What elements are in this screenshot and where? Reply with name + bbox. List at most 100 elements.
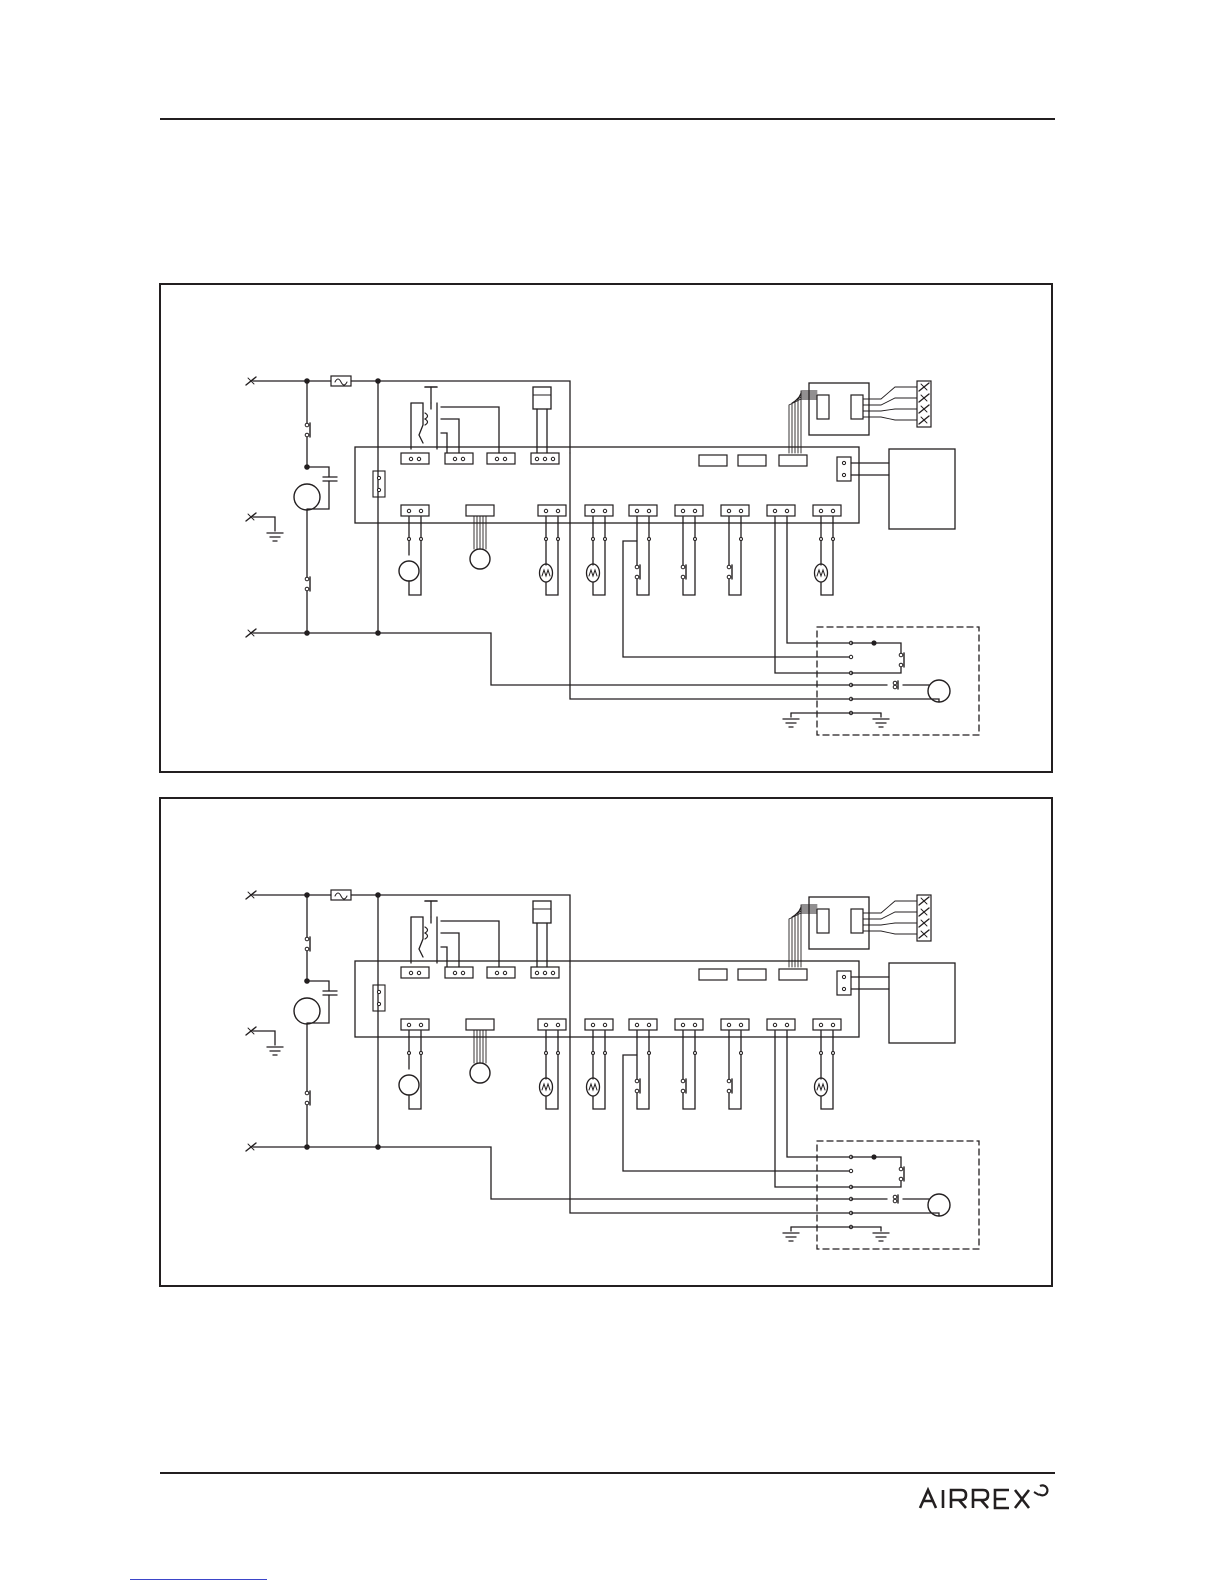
load-pin-b-3 — [604, 1052, 607, 1055]
transformer-coil-icon — [425, 413, 428, 425]
load-return-2 — [546, 517, 558, 595]
connector-cn3 — [487, 453, 515, 464]
tx-coil-left — [411, 403, 423, 443]
interface-bus-1 — [792, 397, 817, 453]
connector-bottom-6-pin-0 — [727, 509, 730, 512]
interface-chip-b — [851, 395, 863, 419]
connector-bottom-8-pin-1 — [831, 1023, 834, 1026]
thermistor-icon-8 — [815, 564, 828, 582]
fan-motor-icon — [294, 484, 320, 510]
connector-bottom-7-pin-1 — [785, 509, 788, 512]
swing-motor-icon — [470, 549, 490, 569]
interface-bus-1 — [792, 911, 817, 967]
display-slot-3 — [779, 969, 807, 980]
load-pin-b-6 — [740, 1052, 743, 1055]
connector-bottom-6-pin-1 — [739, 509, 742, 512]
connector-cn2-pin-1 — [461, 971, 464, 974]
connector-cn4-pin-0 — [535, 457, 538, 460]
thermistor-icon-8 — [815, 1078, 828, 1096]
load-pin-b-4 — [648, 538, 651, 541]
pump-feed-line — [570, 453, 851, 699]
connector-cn1-pin-0 — [409, 457, 412, 460]
connector-bottom-5-pin-1 — [693, 509, 696, 512]
connector-bottom-7 — [767, 505, 795, 516]
load-pin-a-2 — [545, 1052, 548, 1055]
wiring-diagram-bottom — [159, 797, 1053, 1287]
neutral-line — [253, 633, 851, 685]
tx-sec-3 — [441, 947, 447, 967]
load-pin-b-4 — [648, 1052, 651, 1055]
load-return-0 — [409, 517, 421, 595]
ext-pump-return — [851, 699, 939, 702]
float-switch-5-a — [681, 1079, 685, 1083]
display-slot-3 — [779, 455, 807, 466]
pump-contact-a — [893, 681, 897, 685]
load-return-6 — [729, 517, 741, 595]
connector-bottom-4-pin-1 — [647, 509, 650, 512]
load-pin-b-0 — [420, 538, 423, 541]
connector-bottom-4 — [629, 1019, 657, 1030]
load-return-3 — [593, 1031, 605, 1109]
transformer-coil-icon — [425, 927, 428, 939]
load-pin-b-5 — [694, 538, 697, 541]
sensor-body-icon — [533, 901, 551, 923]
connector-bottom-4 — [629, 505, 657, 516]
connector-bottom-0 — [401, 505, 429, 516]
load-pin-b-0 — [420, 1052, 423, 1055]
display-connector — [837, 971, 851, 995]
connector-cn4-pin-2 — [551, 971, 554, 974]
connector-bottom-0-pin-1 — [419, 509, 422, 512]
switch-bus-line — [623, 541, 851, 657]
tx-sec-2 — [441, 933, 459, 967]
connector-bottom-0-pin-0 — [407, 509, 410, 512]
load-pin-a-3 — [592, 1052, 595, 1055]
thermistor-icon-8-zigzag — [817, 570, 825, 576]
terminal-wire-2 — [863, 923, 917, 925]
display-pin-2 — [842, 987, 845, 990]
tx-sec-2 — [441, 419, 459, 453]
bus-lead-b — [787, 517, 851, 643]
connector-bottom-5 — [675, 1019, 703, 1030]
connector-cn3-pin-0 — [495, 971, 498, 974]
switch-upper-a — [305, 937, 309, 941]
terminal-wire-0 — [863, 387, 917, 399]
thermistor-icon-2 — [540, 1078, 553, 1096]
interface-chip-a — [817, 395, 829, 419]
pcb-relay-connector — [373, 471, 385, 497]
connector-bottom-2-pin-1 — [556, 1023, 559, 1026]
earth-lead — [253, 1031, 275, 1045]
connector-cn4-pin-1 — [543, 457, 546, 460]
float-switch-6-b — [727, 575, 731, 579]
connector-bottom-6 — [721, 1019, 749, 1030]
float-switch-6-a — [727, 565, 731, 569]
connector-cn4-pin-1 — [543, 971, 546, 974]
connector-bottom-1 — [466, 505, 494, 516]
connector-cn2 — [445, 453, 473, 464]
switch-upper-b — [305, 947, 309, 951]
thermistor-icon-2-zigzag — [542, 570, 550, 576]
float-switch-6-a — [727, 1079, 731, 1083]
stepper-motor-icon-0 — [399, 1075, 419, 1095]
connector-bottom-5-pin-0 — [681, 1023, 684, 1026]
swing-motor-icon — [470, 1063, 490, 1083]
connector-bottom-6 — [721, 505, 749, 516]
footer-link-underline[interactable] — [130, 1579, 267, 1580]
neutral-line — [253, 1147, 851, 1199]
load-pin-b-6 — [740, 538, 743, 541]
connector-cn4-pin-2 — [551, 457, 554, 460]
thermistor-icon-2-zigzag — [542, 1084, 550, 1090]
connector-bottom-8-pin-1 — [831, 509, 834, 512]
connector-bottom-0 — [401, 1019, 429, 1030]
display-board — [889, 963, 955, 1043]
interface-chip-b — [851, 909, 863, 933]
display-slot-1 — [699, 969, 727, 980]
connector-bottom-2 — [538, 505, 566, 516]
display-connector — [837, 457, 851, 481]
pcb-relay-connector — [373, 985, 385, 1011]
connector-bottom-7 — [767, 1019, 795, 1030]
load-return-5 — [683, 517, 695, 595]
cap-lead-a — [307, 981, 329, 991]
sensor-body-icon — [533, 387, 551, 409]
load-return-0 — [409, 1031, 421, 1109]
connector-bottom-8-pin-0 — [819, 1023, 822, 1026]
